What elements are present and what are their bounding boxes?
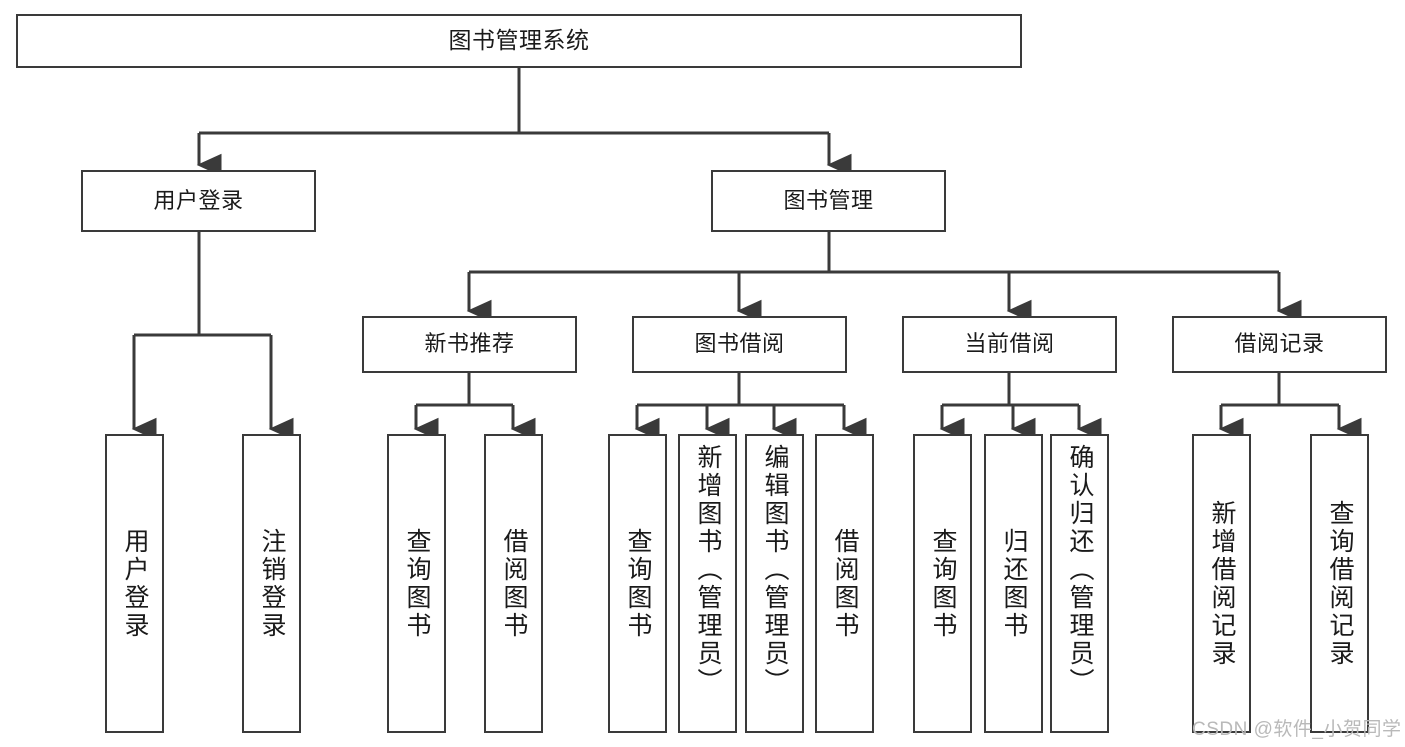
node-leaf-return-book[interactable]: 归还图书 xyxy=(984,434,1043,733)
node-book-borrow[interactable]: 图书借阅 xyxy=(632,316,847,373)
node-leaf-query-book-1-label: 查询图书 xyxy=(403,527,431,640)
node-leaf-add-book-label: 新增图书（管理员） xyxy=(694,444,722,696)
node-leaf-add-book[interactable]: 新增图书（管理员） xyxy=(678,434,737,733)
node-new-book-recommend[interactable]: 新书推荐 xyxy=(362,316,577,373)
node-leaf-borrow-book-1-label: 借阅图书 xyxy=(500,527,528,640)
node-user-login[interactable]: 用户登录 xyxy=(81,170,316,232)
node-leaf-edit-book[interactable]: 编辑图书（管理员） xyxy=(745,434,804,733)
node-new-book-recommend-label: 新书推荐 xyxy=(424,331,515,357)
node-leaf-query-record[interactable]: 查询借阅记录 xyxy=(1310,434,1369,733)
node-current-borrow[interactable]: 当前借阅 xyxy=(902,316,1117,373)
node-leaf-query-book-2[interactable]: 查询图书 xyxy=(608,434,667,733)
node-book-manage[interactable]: 图书管理 xyxy=(711,170,946,232)
node-leaf-borrow-book-1[interactable]: 借阅图书 xyxy=(484,434,543,733)
node-root[interactable]: 图书管理系统 xyxy=(16,14,1022,68)
node-leaf-query-book-3-label: 查询图书 xyxy=(929,527,957,640)
node-leaf-return-book-label: 归还图书 xyxy=(1000,527,1028,640)
node-leaf-borrow-book-2-label: 借阅图书 xyxy=(831,527,859,640)
node-leaf-user-login[interactable]: 用户登录 xyxy=(105,434,164,733)
node-leaf-user-login-label: 用户登录 xyxy=(121,527,149,640)
node-root-label: 图书管理系统 xyxy=(448,27,590,54)
node-leaf-add-record[interactable]: 新增借阅记录 xyxy=(1192,434,1251,733)
node-leaf-edit-book-label: 编辑图书（管理员） xyxy=(761,444,789,696)
node-leaf-confirm-return[interactable]: 确认归还（管理员） xyxy=(1050,434,1109,733)
node-leaf-query-book-3[interactable]: 查询图书 xyxy=(913,434,972,733)
node-leaf-logout[interactable]: 注销登录 xyxy=(242,434,301,733)
node-user-login-label: 用户登录 xyxy=(153,187,244,213)
node-leaf-query-book-1[interactable]: 查询图书 xyxy=(387,434,446,733)
node-leaf-confirm-return-label: 确认归还（管理员） xyxy=(1066,444,1094,696)
node-borrow-record-label: 借阅记录 xyxy=(1234,331,1325,357)
node-leaf-query-record-label: 查询借阅记录 xyxy=(1326,499,1354,668)
node-book-manage-label: 图书管理 xyxy=(783,187,874,213)
node-current-borrow-label: 当前借阅 xyxy=(964,331,1055,357)
node-leaf-logout-label: 注销登录 xyxy=(258,527,286,640)
node-book-borrow-label: 图书借阅 xyxy=(694,331,785,357)
node-leaf-query-book-2-label: 查询图书 xyxy=(624,527,652,640)
node-leaf-borrow-book-2[interactable]: 借阅图书 xyxy=(815,434,874,733)
node-leaf-add-record-label: 新增借阅记录 xyxy=(1208,499,1236,668)
node-borrow-record[interactable]: 借阅记录 xyxy=(1172,316,1387,373)
